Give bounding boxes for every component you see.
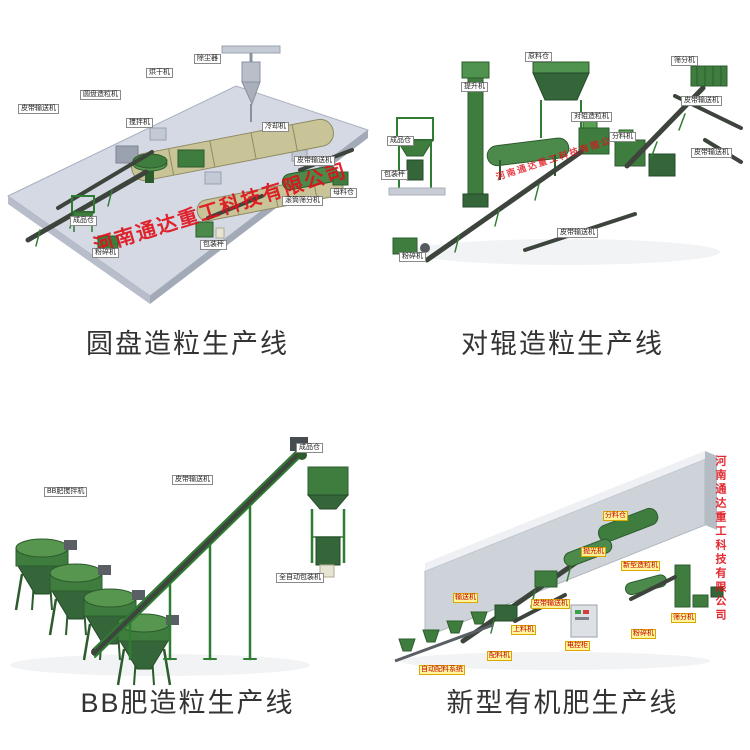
panel-disc-line: 皮带输送机 圆盘造粒机 搅拌机 烘干机 除尘器 冷却机 滚筒筛分机 母料仓 成品… <box>0 0 375 375</box>
feed-hopper <box>494 604 518 622</box>
machine-label: 皮带输送机 <box>294 156 335 167</box>
machine-label: 烘干机 <box>146 68 173 79</box>
machine-label: 搅拌机 <box>126 118 153 129</box>
ground-shadow <box>10 654 310 676</box>
machine-label: 上料机 <box>511 625 536 636</box>
caption-organic-line: 新型有机肥生产线 <box>446 688 679 718</box>
disc-line-illustration <box>7 45 370 304</box>
wall <box>424 451 717 638</box>
mixer-drum <box>486 137 570 167</box>
machine-label: 成品仓 <box>70 216 97 227</box>
screen-tower <box>629 564 724 608</box>
screening-machine <box>690 65 728 87</box>
caption-disc-line: 圆盘造粒生产线 <box>86 329 289 359</box>
machine-label: 皮带输送机 <box>172 475 213 486</box>
bagging-machine <box>315 536 341 578</box>
machine-label: 包装秤 <box>381 170 408 181</box>
caption-roller-line: 对辊造粒生产线 <box>461 329 664 359</box>
panel-bb-line: BB肥搅拌机 皮带输送机 成品仓 全自动包装机 BB肥造粒生产线 <box>0 375 375 750</box>
hot-air-stove <box>115 145 139 164</box>
ground-shadow <box>400 652 710 670</box>
machine-label: 皮带输送机 <box>691 148 732 159</box>
machine-label: 抛光机 <box>581 547 606 558</box>
roller-line-diagram: 成品仓 包装秤 提升机 原料仓 对辊造粒机 分料机 筛分机 皮带输送机 皮带输送… <box>375 0 750 310</box>
machine-label: 除尘器 <box>194 54 221 65</box>
machine-label: 粉碎机 <box>631 629 656 640</box>
feed-conveyor <box>424 149 584 263</box>
machine-label: 提升机 <box>461 82 488 93</box>
organic-line-illustration <box>394 451 724 670</box>
machine-label: 圆盘造粒机 <box>80 90 121 101</box>
machine-label: 对辊造粒机 <box>571 112 612 123</box>
product-bin <box>306 466 350 563</box>
disc-line-diagram: 皮带输送机 圆盘造粒机 搅拌机 烘干机 除尘器 冷却机 滚筒筛分机 母料仓 成品… <box>0 0 375 310</box>
machine-label: 新型造粒机 <box>621 561 660 572</box>
machine-label: 输送机 <box>453 593 478 604</box>
organic-line-diagram: 分料仓 输送机 上料机 新型造粒机 抛光机 筛分机 粉碎机 皮带输送机 配料机 … <box>375 403 750 713</box>
machine-label: BB肥搅拌机 <box>44 487 88 498</box>
raw-material-hopper <box>532 61 590 138</box>
machine-label: 分料机 <box>609 132 636 143</box>
machine-label: 自动配料系统 <box>419 665 465 676</box>
binder-bin <box>332 171 349 186</box>
machine-label: 筛分机 <box>671 56 698 67</box>
machine-label: 皮带输送机 <box>681 96 722 107</box>
machine-label: 配料机 <box>487 651 512 662</box>
machine-label: 皮带输送机 <box>557 228 598 239</box>
panel-organic-line: 分料仓 输送机 上料机 新型造粒机 抛光机 筛分机 粉碎机 皮带输送机 配料机 … <box>375 375 750 750</box>
machine-label: 滚筒筛分机 <box>282 196 323 207</box>
batching-system <box>394 611 494 663</box>
bucket-elevator <box>461 61 490 208</box>
machine-label: 包装秤 <box>200 240 227 251</box>
machine-label: 粉碎机 <box>92 248 119 259</box>
bb-line-illustration <box>10 437 350 687</box>
dust-collector <box>221 45 281 122</box>
ground-shadow <box>410 239 720 265</box>
machine-label: 全自动包装机 <box>276 573 324 584</box>
mixer <box>177 149 205 168</box>
machine-label: 冷却机 <box>262 122 289 133</box>
packing-scale <box>195 221 225 239</box>
concrete-blocks <box>149 127 308 185</box>
panel-roller-line: 成品仓 包装秤 提升机 原料仓 对辊造粒机 分料机 筛分机 皮带输送机 皮带输送… <box>375 0 750 375</box>
machine-label: 分料仓 <box>603 511 628 522</box>
inclined-conveyor <box>91 437 308 661</box>
machine-label: 粉碎机 <box>399 252 426 263</box>
machine-label: 电控柜 <box>565 641 590 652</box>
bb-line-diagram: BB肥搅拌机 皮带输送机 成品仓 全自动包装机 <box>0 387 375 697</box>
machine-label: 皮带输送机 <box>531 599 570 610</box>
machine-label: 成品仓 <box>387 136 414 147</box>
machine-label: 筛分机 <box>671 613 696 624</box>
machine-label: 母料仓 <box>330 188 357 199</box>
control-cabinet <box>570 604 598 638</box>
product-bin <box>388 117 446 196</box>
machine-label: 成品仓 <box>296 443 323 454</box>
caption-bb-line: BB肥造粒生产线 <box>80 688 295 718</box>
machine-label: 皮带输送机 <box>18 104 59 115</box>
return-conveyors <box>523 94 743 252</box>
feeder-machine <box>534 570 558 588</box>
machine-label: 原料仓 <box>525 52 552 63</box>
